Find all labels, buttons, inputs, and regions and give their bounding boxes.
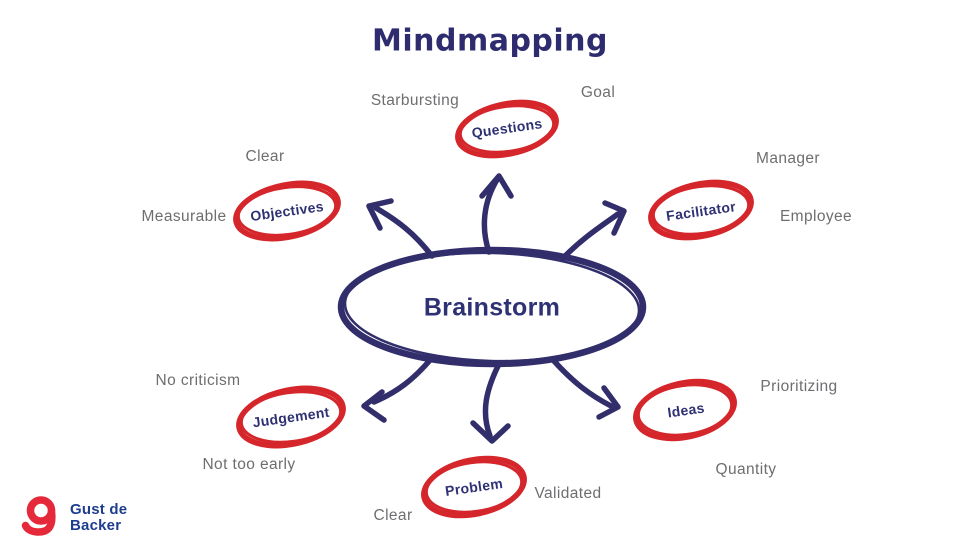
satellite-measurable: Measurable xyxy=(141,208,227,225)
center-ellipse xyxy=(337,246,647,368)
judgement-circle xyxy=(236,385,346,449)
satellite-prioritizing: Prioritizing xyxy=(760,378,838,395)
arrow-down xyxy=(470,361,511,444)
satellite-goal: Goal xyxy=(580,84,616,101)
problem-circle xyxy=(421,455,527,519)
center-node-label: Brainstorm xyxy=(423,293,561,322)
logo-g-icon xyxy=(21,496,56,536)
satellite-clear-objectives: Clear xyxy=(245,148,285,165)
satellite-employee: Employee xyxy=(779,208,853,225)
facilitator-circle xyxy=(648,179,754,241)
satellite-quantity: Quantity xyxy=(715,461,777,478)
satellite-validated: Validated xyxy=(534,485,602,502)
objectives-circle xyxy=(233,180,341,242)
logo-wordmark: Gust de Backer xyxy=(70,500,128,534)
satellite-not-too-early: Not too early xyxy=(202,456,296,473)
brand-logo: Gust de Backer xyxy=(20,496,127,540)
logo-line1: Gust de xyxy=(70,500,128,518)
arrow-up-left xyxy=(366,198,435,259)
satellite-no-criticism: No criticism xyxy=(155,372,241,389)
satellite-manager: Manager xyxy=(756,150,820,167)
page-title: Mindmapping xyxy=(371,23,609,59)
arrow-down-left xyxy=(361,356,434,423)
questions-circle xyxy=(455,99,559,159)
arrow-up-right xyxy=(560,200,627,261)
satellite-clear-problem: Clear xyxy=(373,507,413,524)
arrow-down-right xyxy=(551,358,621,420)
arrow-up xyxy=(479,173,514,255)
ideas-circle xyxy=(633,378,737,442)
logo-line2: Backer xyxy=(70,517,122,534)
satellite-starbursting: Starbursting xyxy=(370,92,460,109)
